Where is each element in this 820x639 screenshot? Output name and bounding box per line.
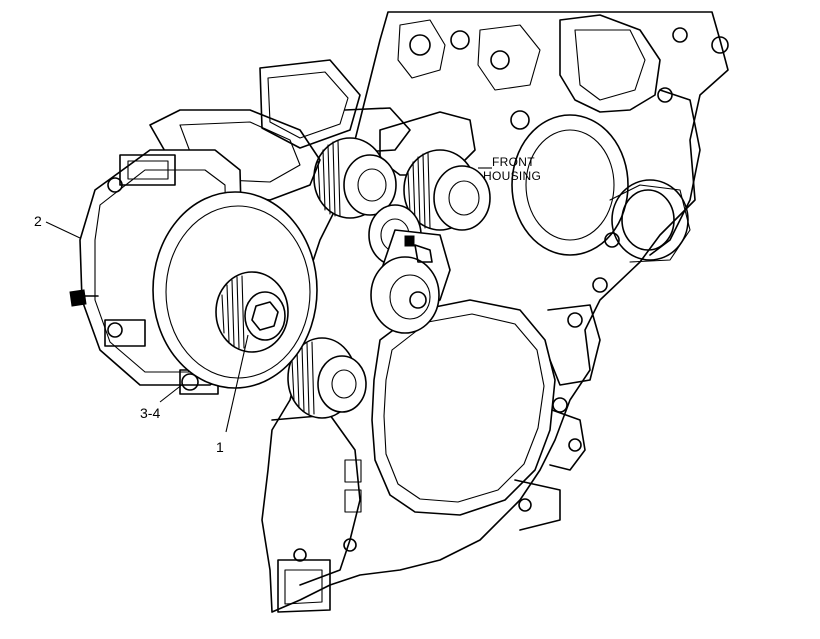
front-housing-label-line2: HOUSING: [483, 169, 541, 183]
callout-label-2: 2: [34, 213, 42, 229]
callout-part-2: 2: [34, 213, 81, 239]
front-housing: [261, 11, 729, 613]
belt-tensioner: [368, 204, 451, 334]
alternator: [69, 149, 318, 395]
front-housing-label: FRONT HOUSING: [478, 155, 541, 183]
callout-label-1: 1: [216, 439, 224, 455]
upper-right-idler-pulley: [403, 149, 491, 231]
upper-left-idler-pulley: [313, 137, 397, 219]
callout-label-3-4: 3-4: [140, 405, 160, 421]
front-housing-label-line1: FRONT: [492, 155, 535, 169]
callout-part-3-4: 3-4: [140, 383, 184, 421]
callout-part-1: 1: [216, 334, 249, 455]
crankshaft-pulley: [287, 337, 367, 419]
